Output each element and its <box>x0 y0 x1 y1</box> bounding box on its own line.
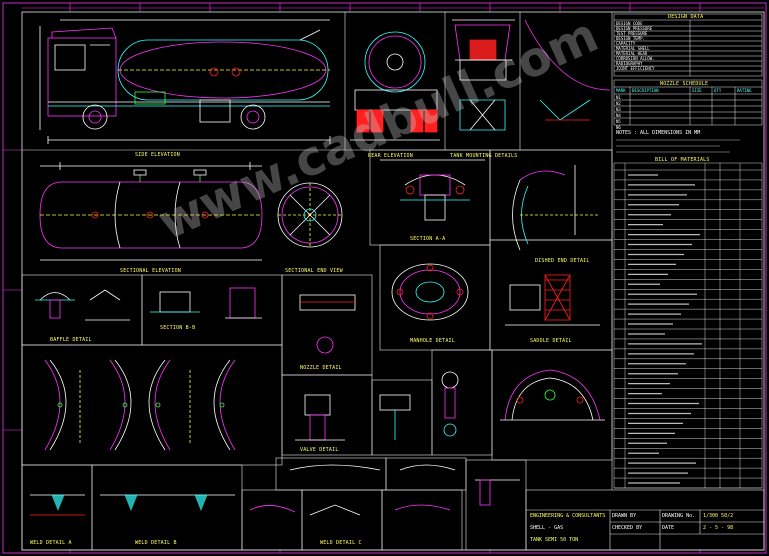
truck-side-elevation <box>39 19 331 144</box>
caption-rear-elevation: REAR ELEVATION <box>368 153 413 159</box>
zone-ticks <box>3 3 764 553</box>
nozzle-table-row: N4 <box>616 113 621 118</box>
notes-heading: NOTES : <box>616 130 638 136</box>
caption-sectional-elevation: SECTIONAL ELEVATION <box>120 268 181 274</box>
nozzle-table-column-header: MARK <box>616 88 626 93</box>
design-data-row: CORROSION ALLOW. <box>616 56 655 61</box>
baffle-details <box>35 287 356 354</box>
dished-end-detail <box>512 165 600 251</box>
saddle-detail <box>505 274 600 326</box>
design-data-row: DESIGN TEMP. <box>616 36 645 41</box>
design-data-row: RADIOGRAPHY <box>616 61 643 66</box>
nozzle-table-column-header: QTY <box>714 88 722 93</box>
tank-end-view <box>277 182 343 248</box>
manhole-detail <box>380 159 485 221</box>
nozzle-table-column-header: RATING <box>737 88 752 93</box>
bom-heading: BILL OF MATERIALS <box>655 157 710 163</box>
design-data-row: DESIGN PRESSURE <box>616 26 653 31</box>
title-block-date: 2 - 5 - 98 <box>703 525 734 531</box>
caption-tank-mounting: TANK MOUNTING DETAILS <box>450 153 518 159</box>
caption-end-view: SECTIONAL END VIEW <box>285 268 343 274</box>
valve-details <box>295 371 459 441</box>
notes-line: ALL DIMENSIONS IN MM <box>640 130 701 136</box>
caption-weld-b: WELD DETAIL B <box>135 540 177 546</box>
design-data-table <box>613 13 763 77</box>
nozzle-schedule-table <box>613 79 763 126</box>
design-data-row: DESIGN CODE <box>616 21 643 26</box>
title-block-drawn-by: DRAWN BY <box>612 513 637 519</box>
title-block-date-label: DATE <box>662 525 675 531</box>
caption-manhole-detail: MANHOLE DETAIL <box>410 338 455 344</box>
title-block-frame <box>526 509 764 550</box>
panel-dividers <box>21 12 765 551</box>
design-data-row: JOINT EFFICIENCY <box>616 66 655 71</box>
nozzle-table-row: N6 <box>616 125 621 130</box>
design-data-row: CAPACITY <box>616 41 636 46</box>
nozzle-table-row: N3 <box>616 107 621 112</box>
nozzle-table-column-header: SIZE <box>692 88 702 93</box>
caption-side-elevation: SIDE ELEVATION <box>135 152 180 158</box>
title-block-project: SHELL - GAS <box>530 525 564 531</box>
notes-block <box>616 139 740 153</box>
design-data-row: TEST PRESSURE <box>616 31 648 36</box>
nozzle-table-row: N2 <box>616 101 621 106</box>
design-data-heading: DESIGN DATA <box>668 14 704 20</box>
caption-weld-c: WELD DETAIL C <box>320 540 362 546</box>
title-block-sheet-title: TANK SEMI 50 TON <box>530 537 579 543</box>
title-block-checked-by: CHECKED BY <box>612 525 643 531</box>
bill-of-materials-table <box>613 162 763 489</box>
caption-section-aa: SECTION A-A <box>410 236 446 242</box>
tank-sectional-elevation <box>39 162 263 261</box>
truck-rear-elevation <box>350 31 440 141</box>
nozzle-table-row: N5 <box>616 119 621 124</box>
head-profile-detail <box>500 369 605 421</box>
tank-mounting-details <box>452 19 611 131</box>
nozzle-table-row: N1 <box>616 95 621 100</box>
manhole-cover-plan <box>391 263 469 321</box>
shell-curvature-details <box>44 359 236 451</box>
caption-saddle-detail: SADDLE DETAIL <box>530 338 572 344</box>
caption-section-bb: SECTION B-B <box>160 325 196 331</box>
caption-valve-detail: VALVE DETAIL <box>300 447 339 453</box>
caption-baffle-detail: BAFFLE DETAIL <box>50 337 92 343</box>
title-block-company: ENGINEERING & CONSULTANTS <box>530 513 606 519</box>
caption-dished-end: DISHED END DETAIL <box>535 258 590 264</box>
caption-weld-a: WELD DETAIL A <box>30 540 72 546</box>
weld-details-bottom <box>30 464 520 516</box>
nozzle-table-column-header: DESCRIPTION <box>632 88 659 93</box>
title-block-drawing-no-label: DRAWING No. <box>662 513 696 519</box>
design-data-row: MATERIAL HEAD <box>616 51 648 56</box>
nozzle-table-heading: NOZZLE SCHEDULE <box>660 81 709 87</box>
caption-nozzle-detail: NOZZLE DETAIL <box>300 365 342 371</box>
title-block-drawing-no: 1/300 50/2 <box>703 513 734 519</box>
design-data-row: MATERIAL SHELL <box>616 46 650 51</box>
